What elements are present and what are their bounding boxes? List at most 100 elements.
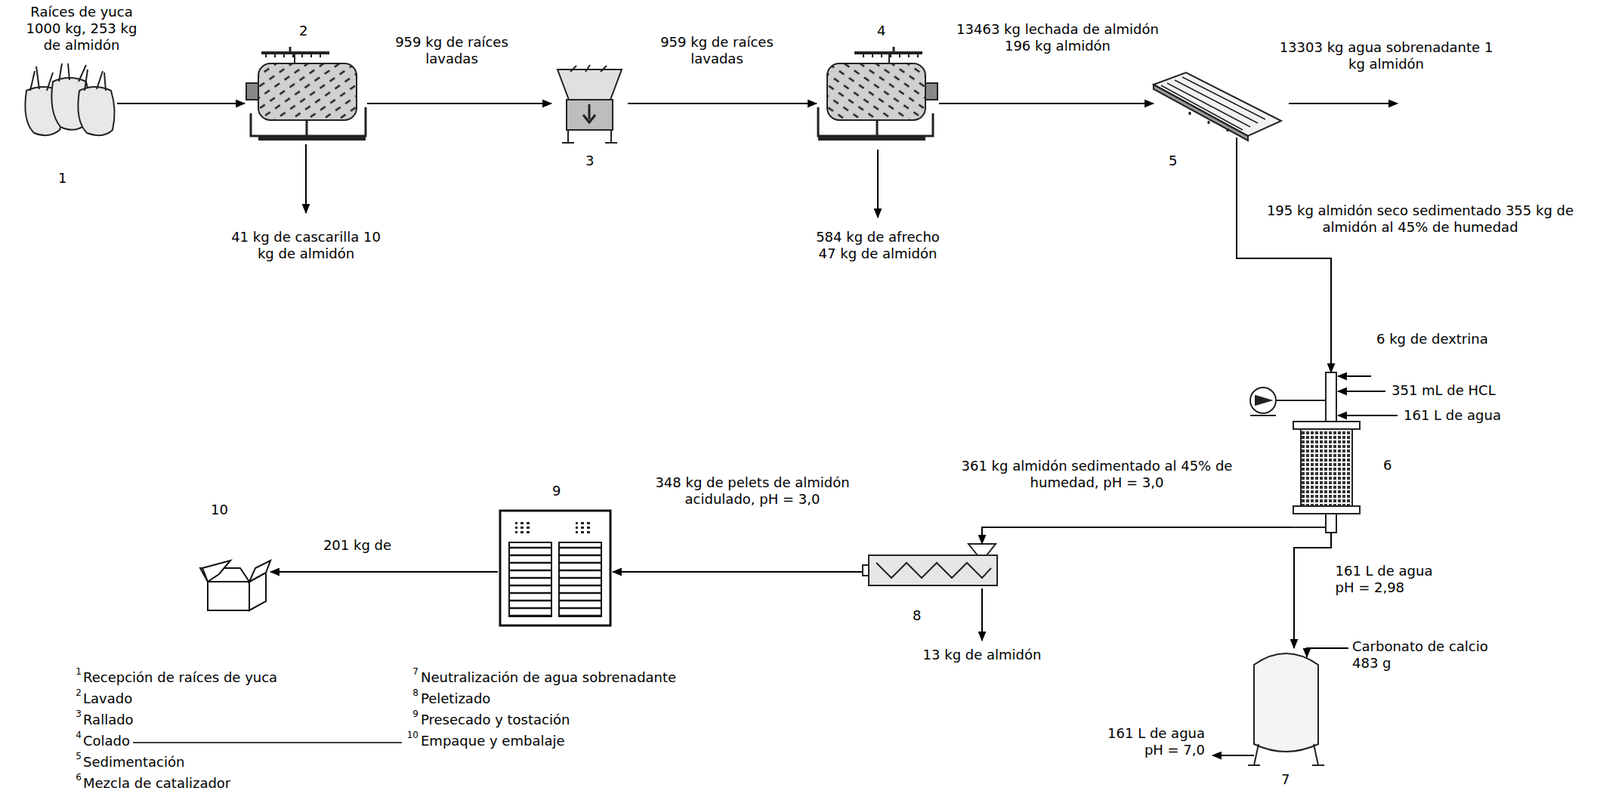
- callout-number: 5: [69, 750, 82, 762]
- step-number: 6: [1383, 457, 1392, 474]
- step-number: 4: [877, 22, 886, 40]
- outlet-arrow: [877, 149, 879, 218]
- inlet-arrow: [1337, 375, 1372, 377]
- flow-label: 201 kg de: [296, 537, 418, 554]
- outlet-arrow: [1288, 102, 1398, 105]
- drawing-part: [862, 565, 869, 576]
- outlet-arrow: [981, 588, 983, 641]
- flow-label: 195 kg almidón seco sedimentado 355 kg d…: [1254, 202, 1587, 236]
- drawing-part: [868, 555, 998, 586]
- callout-number: 4: [69, 729, 82, 741]
- drawing-part: [1255, 395, 1271, 405]
- step-name: Peletizado: [420, 690, 776, 708]
- stream-note: Raíces de yuca 1000 kg, 253 kg de almidó…: [21, 3, 143, 54]
- step-number: 5: [1168, 152, 1177, 170]
- flow-arrow: [612, 571, 863, 573]
- drawing-part: [77, 86, 115, 136]
- flow-arrow: [1294, 532, 1332, 649]
- flow-label: 348 kg de pelets de almidón acidulado, p…: [642, 474, 862, 508]
- callout-number: 3: [69, 708, 82, 720]
- step-number: 3: [585, 152, 594, 170]
- stream-note: 13303 kg agua sobrenadante 1 kg almidón: [1276, 39, 1496, 73]
- step-number: 7: [1281, 771, 1290, 788]
- step-number: 2: [299, 22, 308, 40]
- stream-note: 13 kg de almidón: [906, 646, 1058, 664]
- process-unit: 9: [497, 508, 613, 628]
- flow-arrow: [117, 102, 245, 105]
- drawing-part: [1293, 506, 1360, 514]
- drawing-part: [30, 63, 106, 91]
- washer-drum: [246, 46, 366, 141]
- process-unit: 6: [1291, 372, 1363, 533]
- drawing-part: [557, 69, 622, 100]
- drawing-part: [249, 560, 271, 582]
- drawing-part: [1254, 653, 1319, 752]
- flow-arrow: [627, 102, 817, 105]
- drawing-part: [1153, 72, 1282, 136]
- process-unit: 7: [1244, 648, 1328, 766]
- callout-number: 10: [406, 729, 419, 741]
- process-unit: 4: [816, 46, 939, 143]
- outlet-arrow: [305, 144, 307, 214]
- drawing-part: [1300, 429, 1353, 507]
- flow-arrow: [1236, 137, 1332, 373]
- drawing-part: [1161, 77, 1266, 130]
- flow-arrow: [270, 571, 498, 573]
- step-number: 1: [58, 169, 67, 187]
- process-unit: 10: [198, 555, 271, 613]
- drawing-part: [968, 543, 996, 556]
- step-name: Mezcla de catalizador: [83, 775, 439, 792]
- process-unit: 1: [20, 61, 118, 138]
- callout-number: 7: [406, 666, 419, 677]
- inlet-arrow: [1337, 390, 1386, 393]
- flow-label: 13463 kg lechada de almidón 196 kg almid…: [950, 21, 1166, 55]
- drawing-part: [1325, 372, 1337, 424]
- step-number: 10: [210, 501, 229, 519]
- flow-label: 161 L de agua pH = 2,98: [1335, 562, 1446, 597]
- strainer-drum: [818, 46, 938, 141]
- step-name: Lavado: [83, 690, 439, 708]
- stream-note: 41 kg de cascarilla 10 kg de almidón: [230, 228, 382, 263]
- cassava-roots: [24, 63, 115, 136]
- step-name: Rallado: [83, 711, 439, 729]
- callout-number: 9: [406, 708, 419, 720]
- drawing-part: [1291, 526, 1326, 529]
- drawing-part: [1293, 421, 1360, 430]
- step-name: Recepción de raíces de yuca: [83, 669, 439, 686]
- drawing-part: [1189, 111, 1228, 132]
- drawing-part: [559, 542, 602, 617]
- step-number: 8: [912, 607, 921, 624]
- step-name: Empaque y embalaje: [420, 732, 776, 750]
- drawing-part: [562, 129, 618, 143]
- drawing-part: [570, 64, 607, 72]
- flow-label: 959 kg de raíces lavadas: [386, 33, 519, 68]
- flow-label: 361 kg almidón sedimentado al 45% de hum…: [945, 457, 1248, 492]
- package-box: [200, 560, 271, 611]
- drawing-part: [1325, 513, 1337, 533]
- flow-arrow: [938, 102, 1154, 105]
- stream-note: 161 L de agua pH = 7,0: [1095, 725, 1205, 759]
- step-name: Colado: [83, 732, 439, 750]
- callout-number: 1: [69, 666, 82, 677]
- flow-arrow: [982, 527, 1292, 544]
- flow-label: 959 kg de raíces lavadas: [651, 33, 784, 68]
- mixing-column: [1250, 372, 1360, 533]
- drawing-part: [202, 560, 231, 582]
- process-unit: 2: [244, 46, 368, 143]
- drawing-part: [515, 519, 532, 534]
- drawing-part: [575, 519, 593, 534]
- stream-note: 351 mL de HCL: [1391, 382, 1543, 399]
- grater: [557, 64, 622, 143]
- process-unit: 8: [862, 543, 1001, 587]
- step-name: Presecado y tostación: [420, 711, 776, 729]
- dryer-cabinet: [500, 510, 611, 626]
- drawing-part: [207, 581, 250, 611]
- inlet-arrow: [1337, 414, 1398, 417]
- drawing-part: [566, 99, 613, 130]
- flow-arrow: [367, 102, 552, 105]
- stream-note: 6 kg de dextrina: [1376, 330, 1528, 348]
- stream-note: Carbonato de calcio 483 g: [1352, 638, 1508, 672]
- drawing-part: [876, 562, 992, 578]
- outlet-arrow: [1212, 754, 1255, 757]
- step-number: 9: [552, 482, 561, 500]
